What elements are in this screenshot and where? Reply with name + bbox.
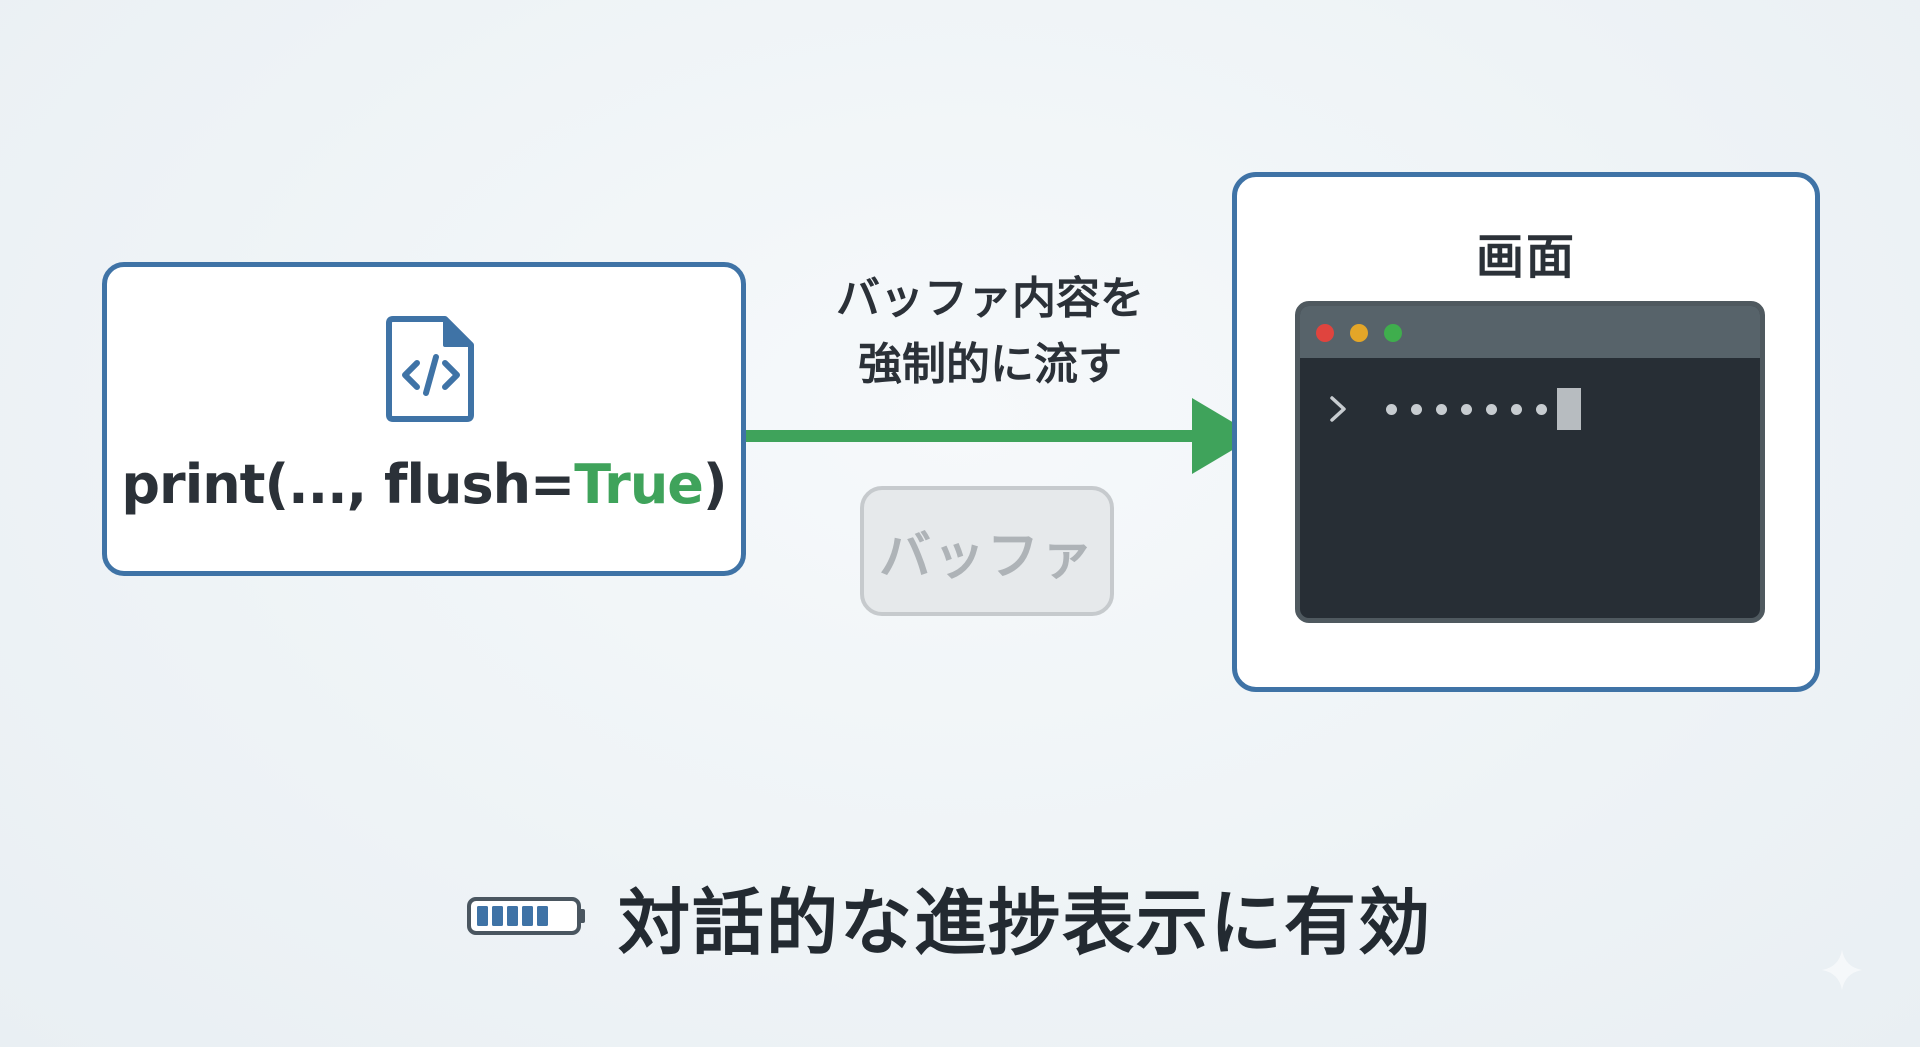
minimize-dot-icon: [1350, 324, 1368, 342]
chevron-right-icon: [1330, 396, 1346, 422]
screen-box: 画面: [1232, 172, 1820, 692]
terminal-cursor: [1557, 388, 1581, 430]
maximize-dot-icon: [1384, 324, 1402, 342]
code-suffix: ): [702, 453, 728, 516]
code-snippet: print(..., flush=True): [107, 453, 741, 516]
progress-dot: [1386, 403, 1397, 415]
arrow-label-line2: 強制的に流す: [858, 339, 1122, 390]
close-dot-icon: [1316, 324, 1334, 342]
buffer-label: バッファ: [878, 526, 1095, 587]
progress-dot: [1486, 403, 1497, 415]
terminal-window: [1295, 301, 1765, 623]
progress-dots: [1386, 403, 1561, 415]
arrow-label-line1: バッファ内容を: [836, 273, 1144, 324]
buffer-box: バッファ: [860, 486, 1114, 616]
bottom-note-text: 対話的な進捗表示に有効: [618, 880, 1433, 965]
progress-dot: [1536, 403, 1547, 415]
arrow-label: バッファ内容を 強制的に流す: [780, 266, 1200, 398]
code-box: print(..., flush=True): [102, 262, 746, 576]
progress-dot: [1461, 403, 1472, 415]
progress-dot: [1511, 403, 1522, 415]
screen-title: 画面: [1475, 229, 1576, 285]
progress-dot: [1436, 403, 1447, 415]
terminal-prompt-line: [1328, 386, 1581, 432]
code-prefix: print(..., flush=: [121, 453, 575, 516]
code-file-icon: [386, 316, 474, 422]
terminal-titlebar: [1300, 306, 1760, 358]
flush-arrow: [746, 398, 1256, 474]
sparkle-icon: [1822, 950, 1862, 990]
progress-dot: [1411, 403, 1422, 415]
progress-bar-icon: [467, 897, 585, 935]
code-keyword-true: True: [574, 453, 704, 516]
bottom-note: 対話的な進捗表示に有効: [466, 866, 1432, 966]
